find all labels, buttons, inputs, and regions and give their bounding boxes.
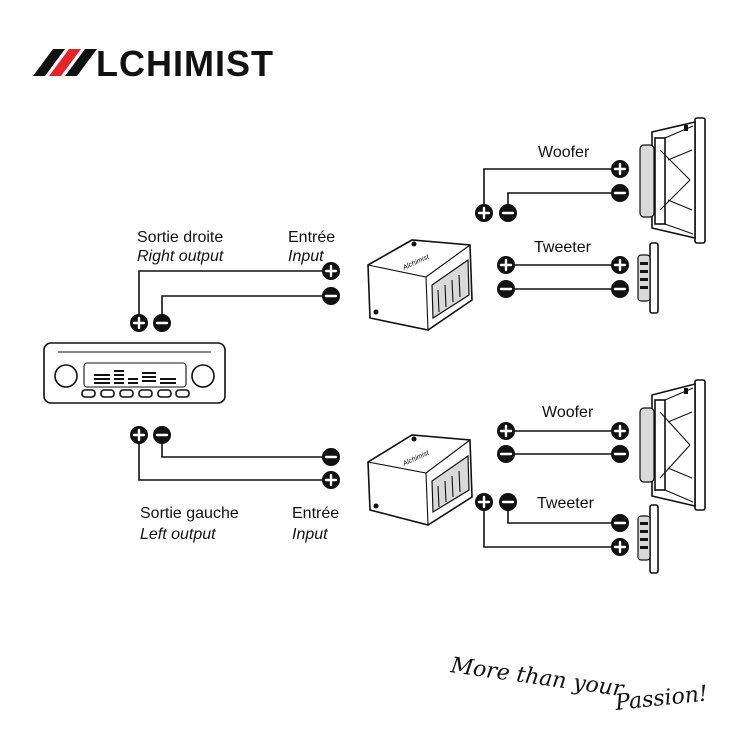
top-input-label-en: Input [288, 248, 324, 265]
top-input-label-fr: Entrée [288, 229, 335, 246]
bottom-tweeter-out-plus-terminal-icon [473, 491, 495, 513]
top-woofer-out-minus-terminal-icon [497, 202, 519, 224]
top-tweeter-label: Tweeter [534, 239, 592, 256]
left-output-minus-terminal-icon [151, 424, 173, 446]
top-tweeter-wires [506, 264, 620, 290]
top-woofer-minus-terminal-icon [609, 182, 631, 204]
bottom-input-label-fr: Entrée [292, 505, 339, 522]
brand-logo: LCHIMIST [33, 43, 274, 84]
bottom-input-plus-terminal-icon [320, 469, 342, 491]
tweeter-speaker-bottom-icon [637, 504, 659, 574]
bottom-woofer-label: Woofer [542, 404, 594, 421]
equalizer-display-icon [94, 370, 176, 384]
bottom-woofer-wires [506, 430, 620, 455]
bottom-woofer-plus-terminal-icon [609, 420, 631, 442]
brand-name: LCHIMIST [96, 43, 274, 84]
top-woofer-plus-terminal-icon [609, 158, 631, 180]
crossover-top: Alchimist [367, 239, 473, 331]
woofer-speaker-bottom-icon [639, 379, 706, 511]
left-output-plus-terminal-icon [128, 424, 150, 446]
bottom-tweeter-label: Tweeter [537, 495, 595, 512]
right-output-label-en: Right output [137, 248, 224, 265]
right-output-minus-terminal-icon [151, 312, 173, 334]
top-input-plus-terminal-icon [320, 260, 342, 282]
crossover-bottom: Alchimist [367, 434, 473, 526]
bottom-tweeter-out-minus-terminal-icon [497, 491, 519, 513]
logo-stripe-black-2 [65, 49, 97, 76]
top-woofer-out-plus-terminal-icon [473, 202, 495, 224]
head-unit [43, 342, 226, 404]
bottom-tweeter-plus-terminal-icon [609, 536, 631, 558]
left-output-label-en: Left output [140, 526, 216, 543]
right-output-label-fr: Sortie droite [137, 229, 223, 246]
bottom-woofer-minus-terminal-icon [609, 443, 631, 465]
top-tweeter-out-minus-terminal-icon [495, 278, 517, 300]
left-output-label-fr: Sortie gauche [140, 505, 239, 522]
slogan-line-1: More than your [448, 653, 626, 702]
tweeter-speaker-top-icon [637, 242, 659, 314]
right-output-wires [138, 270, 331, 323]
top-woofer-label: Woofer [538, 144, 590, 161]
logo-stripe-black-1 [33, 49, 65, 76]
slogan-line-2: Passion! [613, 681, 709, 716]
right-output-plus-terminal-icon [128, 312, 150, 334]
top-input-minus-terminal-icon [320, 285, 342, 307]
bottom-input-minus-terminal-icon [320, 446, 342, 468]
bottom-woofer-out-minus-terminal-icon [495, 443, 517, 465]
bottom-input-label-en: Input [292, 526, 328, 543]
slogan: More than your Passion! [448, 653, 709, 716]
top-tweeter-plus-terminal-icon [609, 254, 631, 276]
bottom-woofer-out-plus-terminal-icon [495, 420, 517, 442]
bottom-tweeter-minus-terminal-icon [609, 512, 631, 534]
logo-stripe-red [49, 49, 81, 76]
top-tweeter-minus-terminal-icon [609, 278, 631, 300]
top-tweeter-out-plus-terminal-icon [495, 254, 517, 276]
woofer-speaker-top-icon [639, 117, 706, 244]
